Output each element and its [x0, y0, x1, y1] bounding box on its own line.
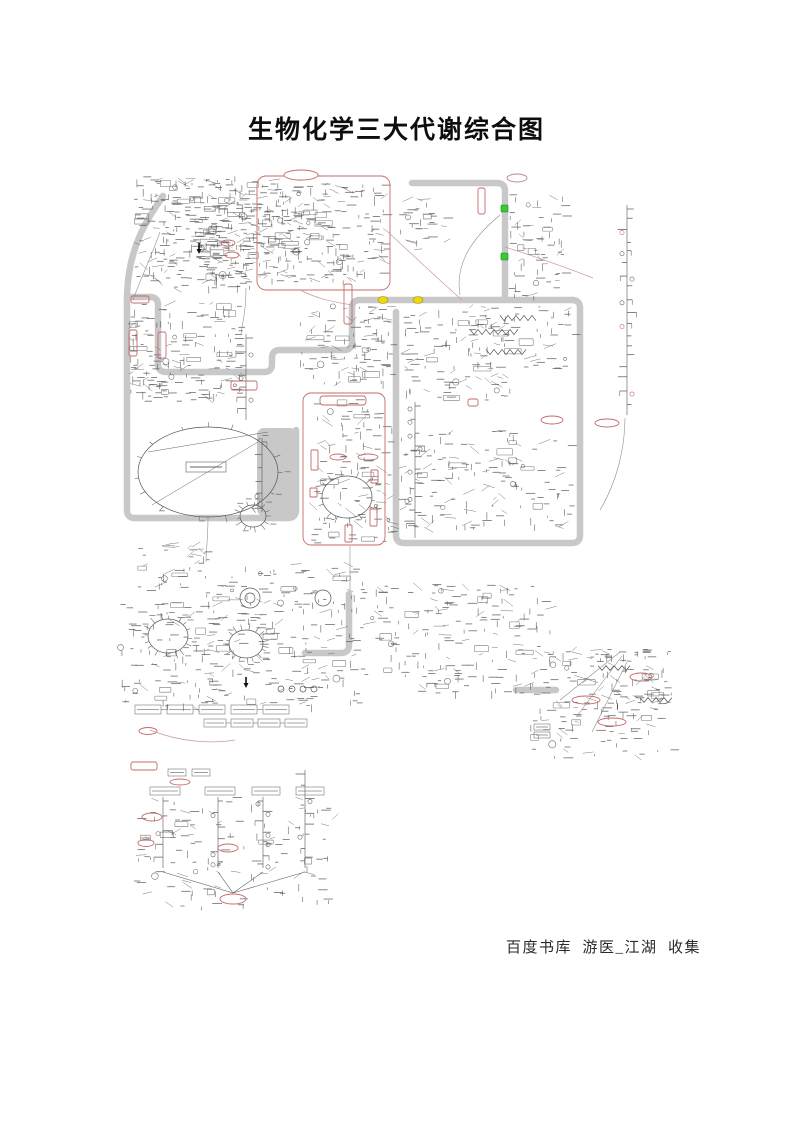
yellow-transport-marker — [412, 296, 424, 304]
page-title: 生物化学三大代谢综合图 — [247, 116, 545, 144]
green-transport-marker — [500, 252, 509, 261]
pathway-clusters — [117, 174, 680, 911]
attribution-footer: 百度书库 游医_江湖 收集 — [506, 940, 702, 956]
bold-arrow — [196, 249, 202, 254]
accent-marks — [128, 169, 653, 905]
shaded-panel — [257, 428, 297, 516]
green-transport-marker — [500, 204, 509, 213]
membrane-paths — [123, 179, 584, 694]
bold-arrow — [243, 683, 249, 688]
yellow-transport-marker — [377, 296, 389, 304]
